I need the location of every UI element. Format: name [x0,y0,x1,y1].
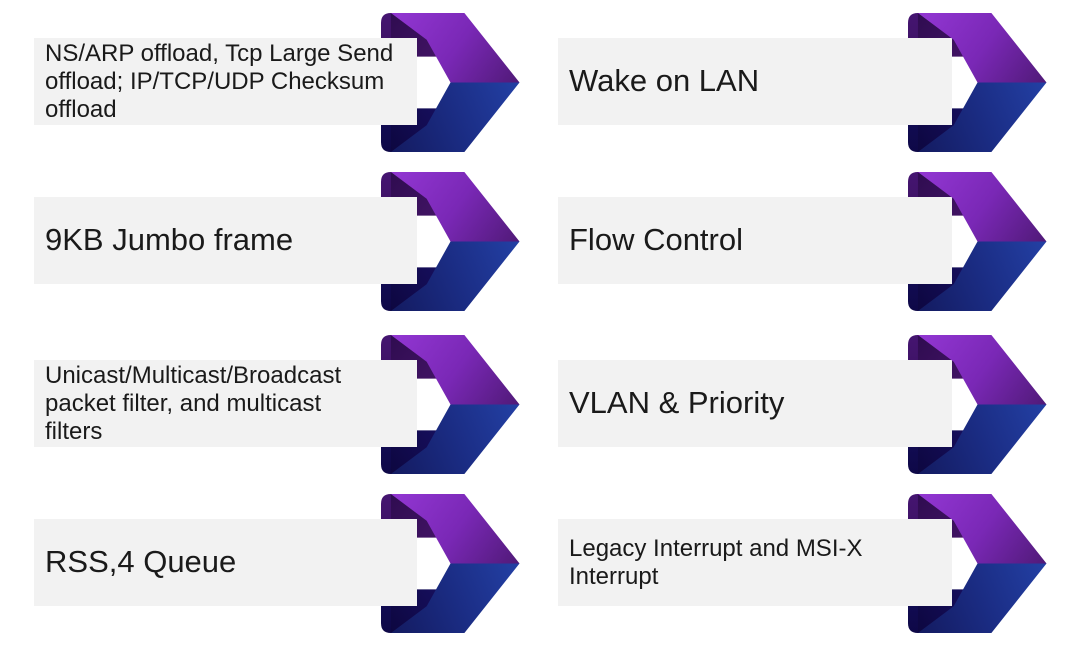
feature-bar: Flow Control [558,197,952,284]
feature-label: Unicast/Multicast/Broadcast packet filte… [45,361,342,445]
feature-bar: Legacy Interrupt and MSI-X Interrupt [558,519,952,606]
feature-item: NS/ARP offload, Tcp Large Send offload; … [34,13,520,152]
feature-bar: RSS,4 Queue [34,519,417,606]
feature-item: RSS,4 Queue [34,494,520,633]
feature-bar: 9KB Jumbo frame [34,197,417,284]
feature-label: Legacy Interrupt and MSI-X Interrupt [569,534,863,590]
feature-item: Flow Control [558,172,1047,311]
feature-label: VLAN & Priority [569,385,785,421]
feature-label: 9KB Jumbo frame [45,222,294,258]
feature-item: 9KB Jumbo frame [34,172,520,311]
feature-label: Wake on LAN [569,63,760,99]
feature-label: RSS,4 Queue [45,544,237,580]
feature-bar: VLAN & Priority [558,360,952,447]
feature-bar: Unicast/Multicast/Broadcast packet filte… [34,360,417,447]
feature-label: Flow Control [569,222,743,258]
feature-bar: Wake on LAN [558,38,952,125]
feature-label: NS/ARP offload, Tcp Large Send offload; … [45,39,394,123]
feature-bar: NS/ARP offload, Tcp Large Send offload; … [34,38,417,125]
feature-item: Legacy Interrupt and MSI-X Interrupt [558,494,1047,633]
feature-item: Unicast/Multicast/Broadcast packet filte… [34,335,520,474]
feature-item: Wake on LAN [558,13,1047,152]
feature-item: VLAN & Priority [558,335,1047,474]
